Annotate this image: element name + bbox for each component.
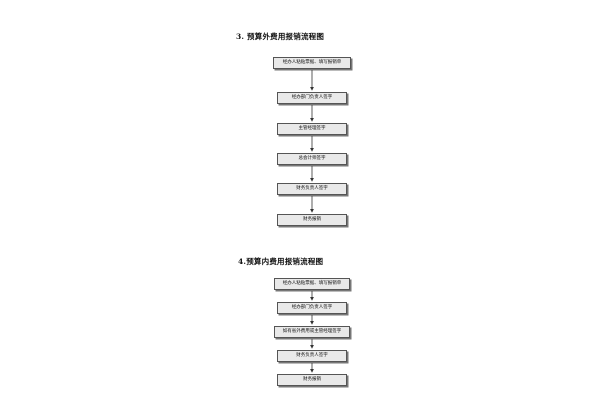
flow3-step-2: 经办部门负责人签字 [277,92,347,104]
flow3-title: 3. 预算外费用报销流程图 [236,32,325,41]
flow3-step-4: 总会计师签字 [277,153,347,165]
flow4-step-3: 如有省外费用或主管经理签字 [274,326,350,338]
flow4-step-5: 财务报销 [277,374,347,386]
flow4-step-4: 财务负责人签字 [277,350,347,362]
flow3-step-3: 主管经理签字 [277,123,347,135]
flow3-step-6: 财务报销 [277,214,347,226]
flow4-step-1: 经办人粘贴票据、填写报销单 [274,278,350,290]
flow3-step-1: 经办人粘贴票据、填写报销单 [273,57,351,69]
flow3-step-5: 财务负责人签字 [277,183,347,195]
flow4-step-2: 经办部门负责人签字 [277,302,347,314]
flow4-title: 4.预算内费用报销流程图 [238,257,324,266]
